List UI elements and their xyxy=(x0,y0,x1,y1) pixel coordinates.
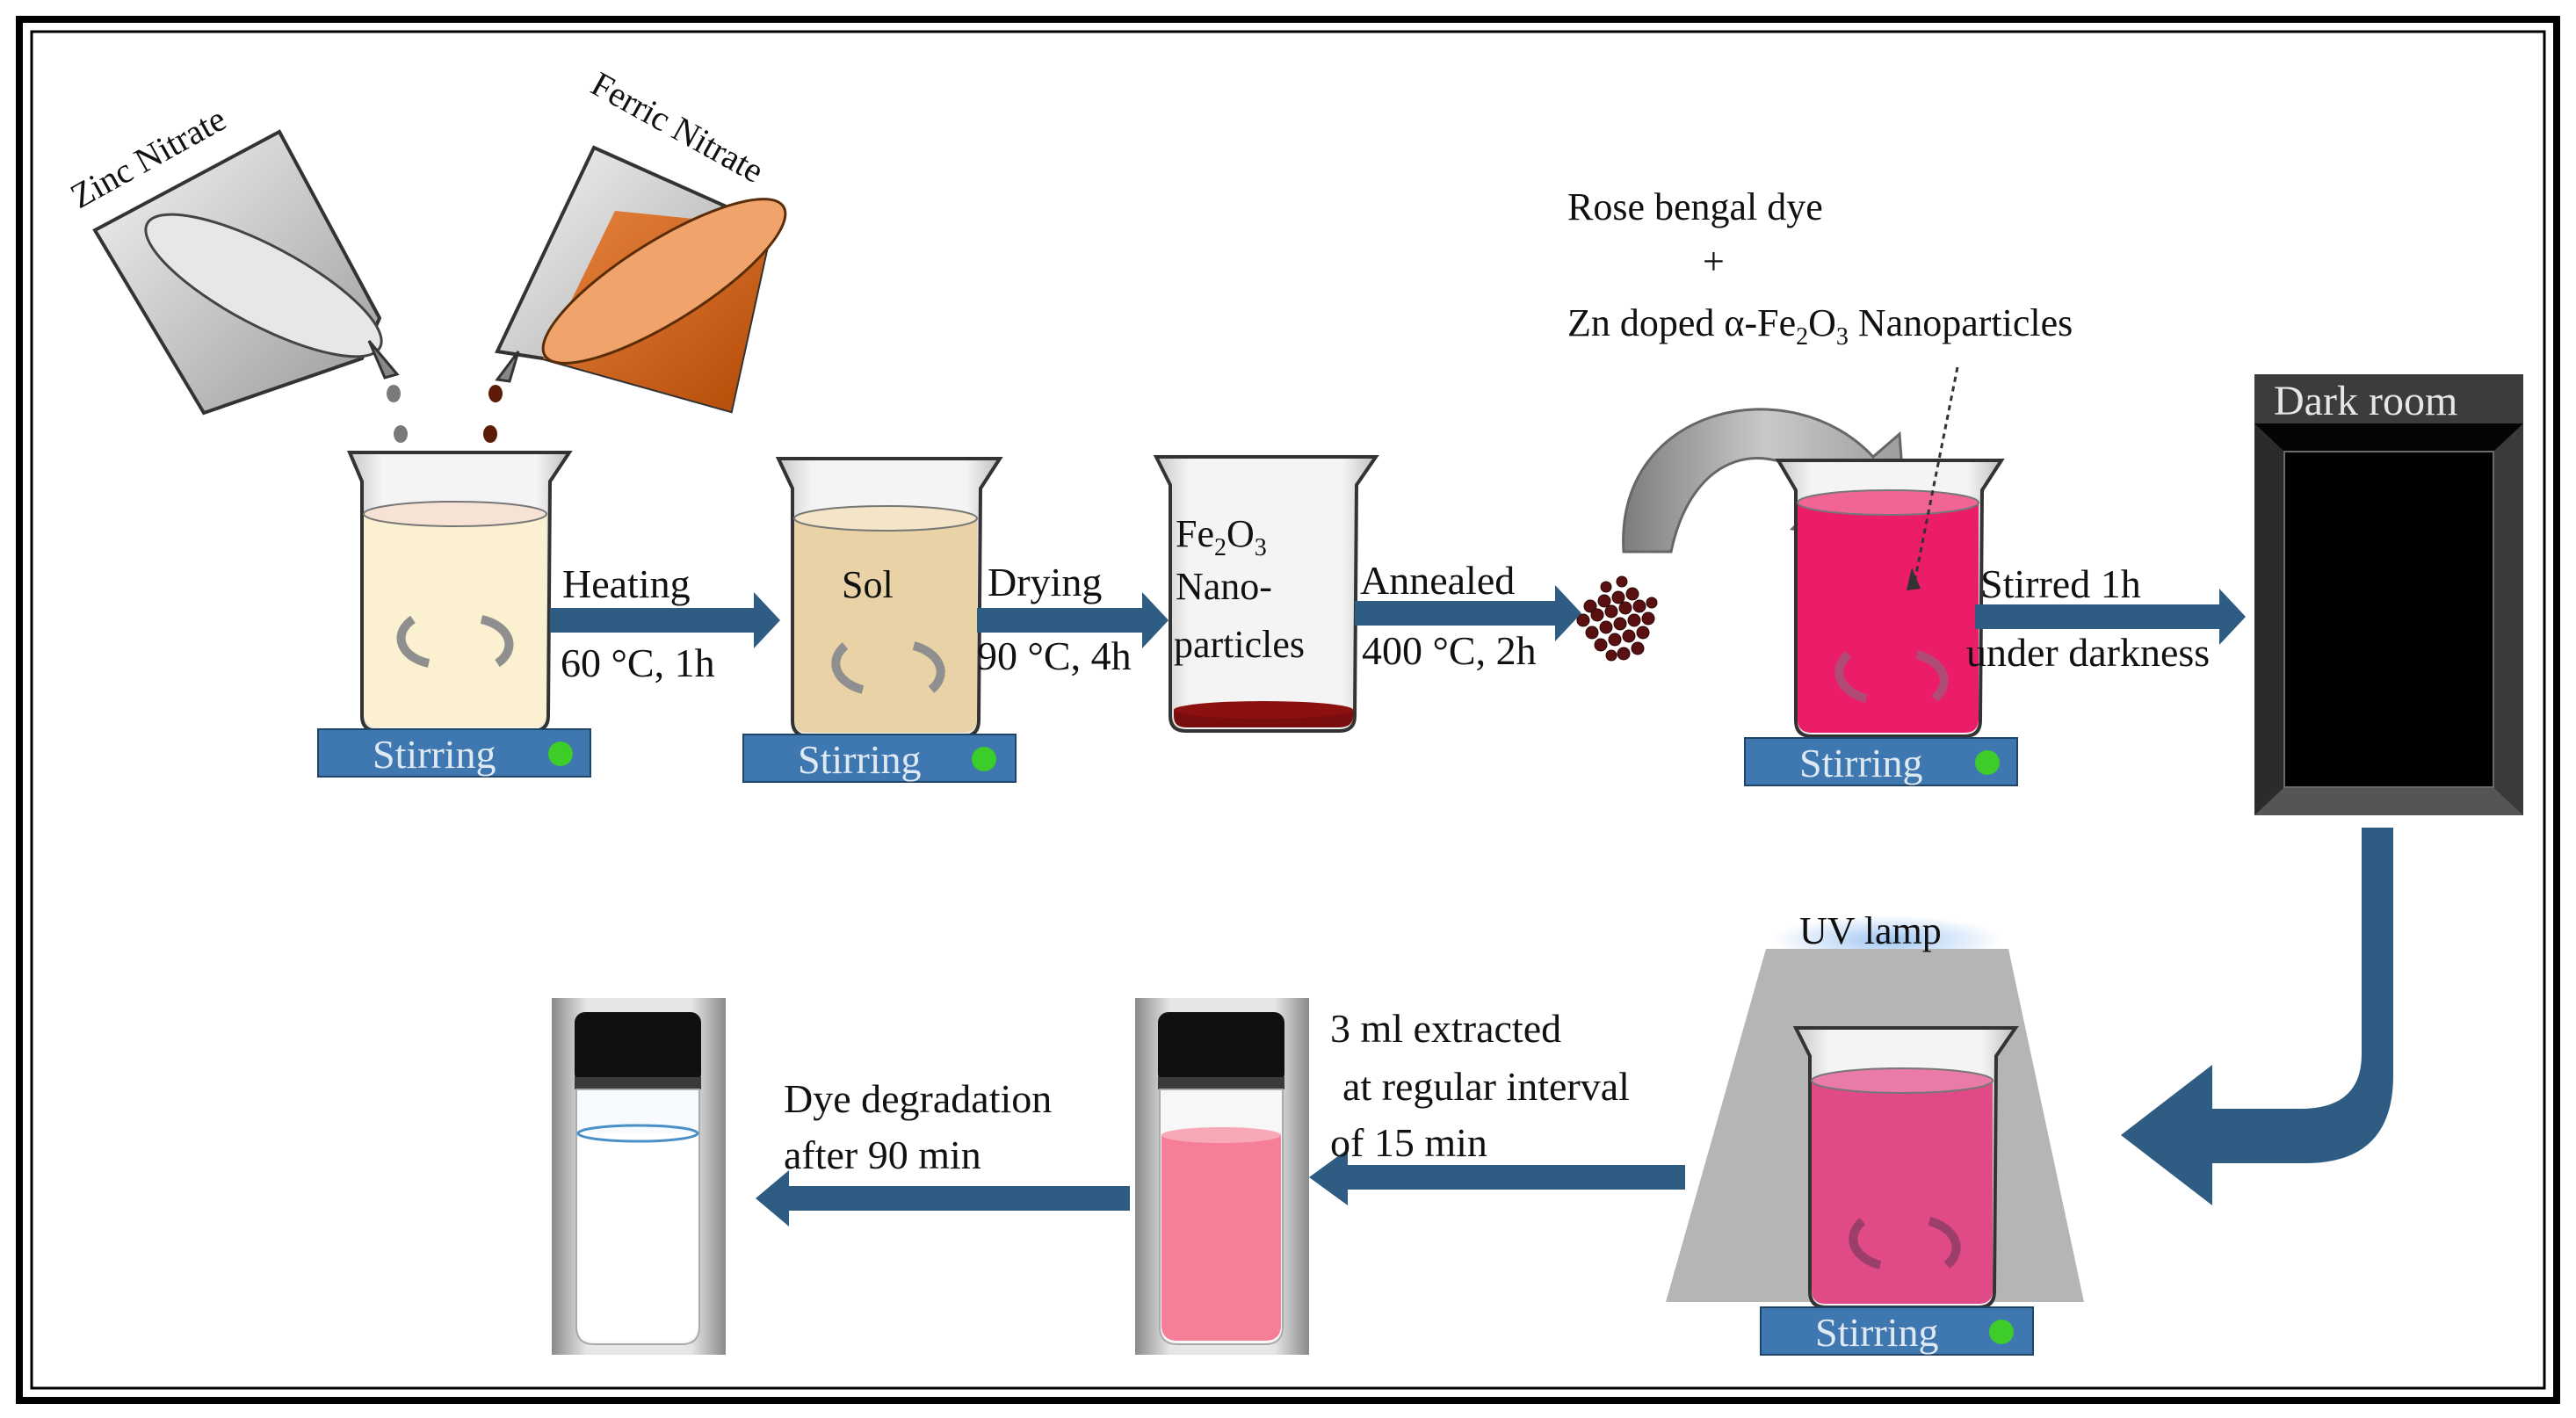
fe2o3-beaker xyxy=(1153,455,1379,733)
nanoparticle-cluster xyxy=(1576,575,1658,662)
extraction-arrow xyxy=(1309,1149,1685,1205)
stirrer-2-label: Stirring xyxy=(798,737,922,782)
stirrer-plate-1 xyxy=(317,728,591,778)
stirred-line2: under darkness xyxy=(1966,630,2210,675)
fe2o3-label-line1: Fe2O3 xyxy=(1176,512,1267,561)
fe2o3-label-line2: Nano- xyxy=(1176,565,1272,608)
outer-frame xyxy=(16,16,2560,1404)
mixing-beaker xyxy=(346,451,573,733)
sol-label: Sol xyxy=(842,563,894,606)
annealed-condition: 400 °C, 2h xyxy=(1362,628,1537,673)
annealed-title: Annealed xyxy=(1360,558,1515,603)
dark-room-return-arrow xyxy=(2121,828,2393,1205)
mixture-line1: Rose bengal dye xyxy=(1567,185,1823,228)
stirred-arrow xyxy=(1975,589,2246,645)
clear-sample-vial xyxy=(552,998,726,1355)
degradation-arrow xyxy=(756,1170,1130,1226)
uv-lamp-label: UV lamp xyxy=(1799,909,1942,952)
uv-stir-rotation-icon xyxy=(1849,1217,1961,1270)
heating-title: Heating xyxy=(562,561,691,606)
drying-condition: 90 °C, 4h xyxy=(977,633,1132,678)
drying-arrow xyxy=(977,592,1169,648)
pink-dye-beaker xyxy=(1775,459,2005,738)
inner-frame xyxy=(30,30,2546,1390)
dark-room-label: Dark room xyxy=(2274,378,2457,424)
stirrer-1-label: Stirring xyxy=(373,732,496,777)
stir-rotation-icon xyxy=(396,615,514,668)
mixture-plus: + xyxy=(1703,240,1725,283)
fe2o3-label-line3: particles xyxy=(1174,623,1305,666)
zinc-nitrate-pour-beaker xyxy=(92,129,400,416)
pink-stir-rotation-icon xyxy=(1834,650,1949,703)
stirrer-plate-3 xyxy=(1744,737,2018,786)
degrade-line2: after 90 min xyxy=(784,1132,981,1177)
drying-title: Drying xyxy=(988,560,1102,604)
dark-room-box xyxy=(2254,374,2523,815)
uv-beaker xyxy=(1792,1026,2019,1309)
stirrer-plate-4 xyxy=(1760,1306,2034,1356)
stirrer-3-label: Stirring xyxy=(1799,741,1923,785)
ferric-nitrate-pour-beaker xyxy=(495,145,787,414)
stirred-line1: Stirred 1h xyxy=(1980,561,2141,606)
heating-condition: 60 °C, 1h xyxy=(561,640,715,685)
stirrer-plate-2 xyxy=(742,734,1017,783)
annealed-arrow xyxy=(1355,585,1581,641)
degrade-line1: Dye degradation xyxy=(784,1076,1052,1121)
extract-line2: at regular interval xyxy=(1342,1064,1630,1109)
pink-sample-vial xyxy=(1135,998,1309,1355)
extract-line1: 3 ml extracted xyxy=(1330,1006,1561,1051)
extract-line3: of 15 min xyxy=(1330,1120,1487,1165)
mixture-line2: Zn doped α-Fe2O3 Nanoparticles xyxy=(1567,301,2073,351)
stirrer-4-label: Stirring xyxy=(1815,1310,1939,1355)
mixture-pointer-head xyxy=(1907,568,1921,590)
sol-stir-rotation-icon xyxy=(831,641,945,694)
mixture-pointer-line xyxy=(1912,366,1959,588)
heating-arrow xyxy=(550,592,780,648)
